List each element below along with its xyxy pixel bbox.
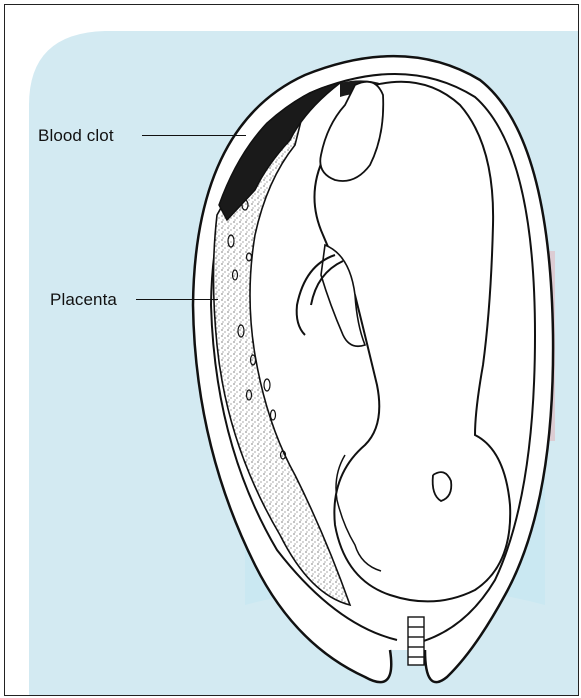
blood-clot-label: Blood clot — [38, 126, 114, 146]
blood-clot-leader-line — [142, 135, 246, 136]
illustration: FreeBooks — [5, 5, 578, 695]
placenta-label: Placenta — [50, 290, 117, 310]
cervix — [408, 617, 424, 665]
placenta-leader-line — [136, 299, 218, 300]
figure-frame: FreeBooks — [4, 4, 579, 696]
